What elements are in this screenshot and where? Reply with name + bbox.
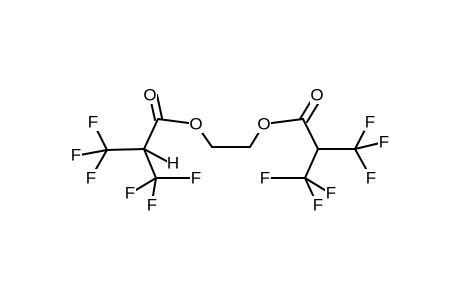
atom-f12: F	[313, 196, 323, 215]
atom-f11: F	[326, 184, 336, 203]
atom-o-carbonyl-left: O	[143, 86, 156, 105]
atom-f9: F	[366, 169, 376, 188]
bond-c-calpha-right	[302, 118, 319, 150]
atom-f1: F	[88, 113, 98, 132]
atom-h-alpha-left: H	[167, 154, 179, 173]
atom-f2: F	[71, 146, 81, 165]
atom-f8: F	[379, 133, 389, 152]
bond-cf3a-f2	[79, 149, 108, 156]
bond-c-calpha-left	[143, 118, 159, 150]
bond-calpha-cf3b-left	[143, 148, 157, 179]
bond-cf3c-f8	[354, 142, 381, 150]
bond-calpha-h-left	[143, 148, 171, 164]
atom-o-ester-left: O	[189, 115, 202, 134]
atom-f6: F	[191, 169, 201, 188]
atom-o-carbonyl-right: O	[310, 86, 323, 105]
atom-f7: F	[365, 113, 375, 132]
bond-calpha-cf3b-right	[304, 148, 319, 179]
bond-carbonyl-left-b	[156, 94, 163, 119]
atom-f4: F	[125, 184, 135, 203]
atom-f5: F	[147, 196, 157, 215]
bond-calpha-cf3a-left	[106, 148, 145, 151]
atom-labels: O O O O H F F F F F F F F F F F F	[70, 86, 390, 215]
atom-f3: F	[86, 169, 96, 188]
atom-o-ester-right: O	[257, 115, 270, 134]
atom-f10: F	[260, 169, 270, 188]
bond-cf3d-f11	[304, 177, 329, 193]
